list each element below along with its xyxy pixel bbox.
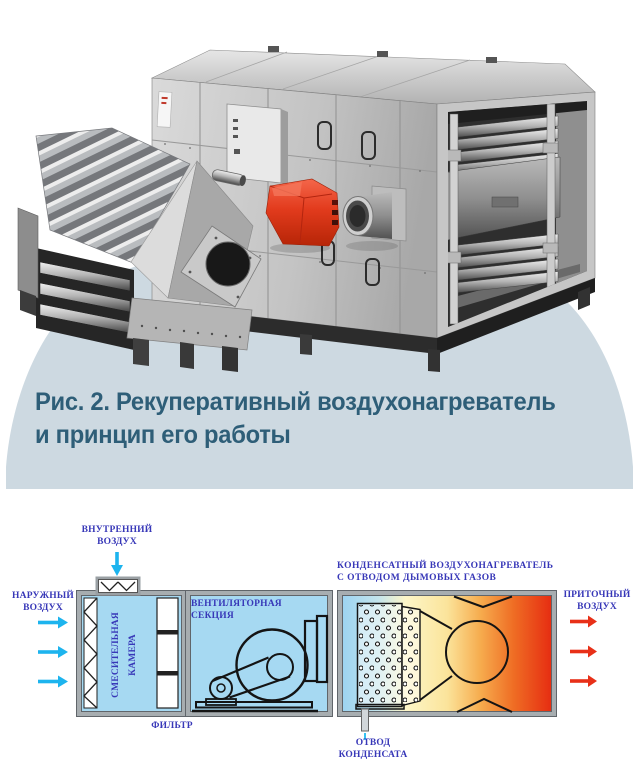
label-supply-air-line2: ВОЗДУХ [577, 601, 617, 612]
label-outdoor-air-line1: НАРУЖНЫЙ [12, 591, 74, 601]
label-condensing-heater: КОНДЕНСАТНЫЙ ВОЗДУХОНАГРЕВАТЕЛЬ С ОТВОДО… [337, 561, 572, 584]
label-condensate-drain-line2: КОНДЕНСАТА [338, 749, 408, 760]
label-condensate-drain: ОТВОД КОНДЕНСАТА [323, 738, 423, 761]
label-supply-air: ПРИТОЧНЫЙ ВОЗДУХ [556, 590, 638, 613]
label-indoor-air: ВНУТРЕННИЙ ВОЗДУХ [72, 525, 162, 548]
label-supply-air-line1: ПРИТОЧНЫЙ [563, 590, 631, 600]
label-indoor-air-line2: ВОЗДУХ [97, 536, 137, 547]
label-condensate-drain-line1: ОТВОД [355, 738, 391, 748]
pipe-stub [211, 169, 246, 187]
label-mixing-chamber-line2: КАМЕРА [128, 634, 138, 676]
label-mixing-chamber: СМЕСИТЕЛЬНАЯ КАМЕРА [108, 600, 144, 710]
pyramid-duct [130, 160, 262, 308]
tube-base [17, 207, 134, 350]
condensing-heater-section [337, 590, 557, 740]
block-base-plate [126, 297, 253, 372]
figure-caption: Рис. 2. Рекуперативный воздухонагревател… [35, 386, 556, 452]
centrifugal-fan [192, 614, 329, 713]
label-tag [156, 91, 173, 128]
label-fan-section-line2: СЕКЦИЯ [191, 610, 234, 621]
figure-caption-line1: Рис. 2. Рекуперативный воздухонагревател… [35, 388, 556, 416]
label-mixing-chamber-line1: СМЕСИТЕЛЬНАЯ [111, 612, 121, 698]
label-indoor-air-line1: ВНУТРЕННИЙ [81, 525, 153, 535]
finned-block-assembly [17, 127, 262, 372]
main-unit [150, 46, 596, 372]
machine-photo [17, 46, 596, 372]
scheme [38, 552, 597, 740]
label-condensing-heater-line1: КОНДЕНСАТНЫЙ ВОЗДУХОНАГРЕВАТЕЛЬ [337, 561, 554, 571]
tube-bank-lower [449, 233, 559, 294]
label-fan-section: ВЕНТИЛЯТОРНАЯ СЕКЦИЯ [191, 599, 311, 622]
label-filter: ФИЛЬТР [151, 721, 193, 731]
heat-exchanger-end [436, 91, 596, 339]
corrugated-fins [35, 127, 191, 264]
tube-panels [355, 602, 421, 710]
filter-strip [156, 597, 179, 709]
intake-hopper [95, 576, 141, 596]
label-condensing-heater-line2: С ОТВОДОМ ДЫМОВЫХ ГАЗОВ [337, 572, 497, 583]
control-box [226, 103, 288, 185]
indoor-air-arrow [111, 552, 123, 576]
label-outdoor-air-line2: ВОЗДУХ [23, 602, 63, 613]
condensate-pipe [361, 708, 369, 740]
label-outdoor-air: НАРУЖНЫЙ ВОЗДУХ [4, 591, 82, 614]
burner-chamber-outline [419, 595, 513, 713]
round-flange [180, 225, 262, 308]
duct-port [342, 185, 407, 251]
label-fan-section-line1: ВЕНТИЛЯТОРНАЯ [191, 599, 282, 609]
fan-section [185, 590, 333, 717]
supply-air-arrows [570, 615, 597, 687]
outdoor-air-arrows [38, 616, 68, 688]
figure-caption-line2: и принцип его работы [35, 421, 291, 449]
louver-damper [83, 597, 98, 709]
burner [265, 178, 340, 253]
